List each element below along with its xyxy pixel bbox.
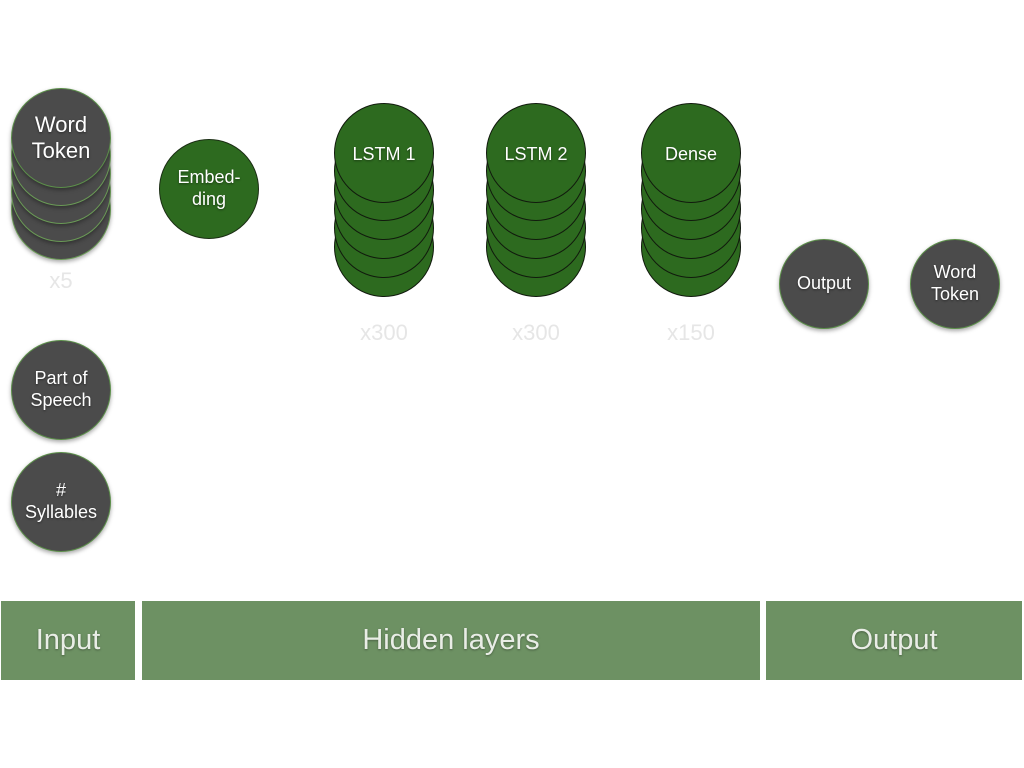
lstm2-label: LSTM 2	[504, 144, 568, 164]
syllables-input-node: # Syllables	[11, 452, 111, 552]
word-token-output-label-line1: Word	[933, 262, 977, 283]
dense-label: Dense	[664, 144, 718, 164]
input-section-label: Input	[35, 624, 101, 656]
lstm2-node: LSTM 2	[486, 103, 586, 203]
dense-node: Dense	[641, 103, 741, 203]
syllables-label-line2: Syllables	[24, 502, 98, 522]
hidden-layers-section-bar: Hidden layers	[142, 601, 760, 680]
word-token-input-node: Word Token	[11, 88, 111, 188]
embedding-label-line1: Embed-	[177, 167, 241, 188]
part-of-speech-label-line2: Speech	[30, 390, 92, 410]
part-of-speech-input-node: Part of Speech	[11, 340, 111, 440]
embedding-node: Embed- ding	[159, 139, 259, 239]
lstm1-node: LSTM 1	[334, 103, 434, 203]
word-token-output-label-line2: Token	[930, 284, 980, 304]
dense-count: x150	[667, 320, 715, 345]
embedding-label-line2: ding	[191, 189, 227, 209]
part-of-speech-label-line1: Part of	[34, 368, 88, 389]
word-token-output-node: Word Token	[910, 239, 1000, 329]
lstm1-label: LSTM 1	[352, 144, 416, 164]
hidden-layers-section-label: Hidden layers	[362, 624, 540, 656]
word-token-label-line2: Token	[31, 138, 91, 163]
lstm1-count: x300	[360, 320, 408, 345]
output-node-label: Output	[796, 273, 852, 294]
word-token-label-line1: Word	[34, 111, 88, 137]
output-section-bar: Output	[766, 601, 1022, 680]
input-section-bar: Input	[1, 601, 135, 680]
output-section-label: Output	[850, 624, 938, 656]
word-token-count: x5	[49, 268, 73, 293]
output-node: Output	[779, 239, 869, 329]
lstm2-count: x300	[512, 320, 560, 345]
syllables-label-line1: #	[55, 480, 66, 501]
